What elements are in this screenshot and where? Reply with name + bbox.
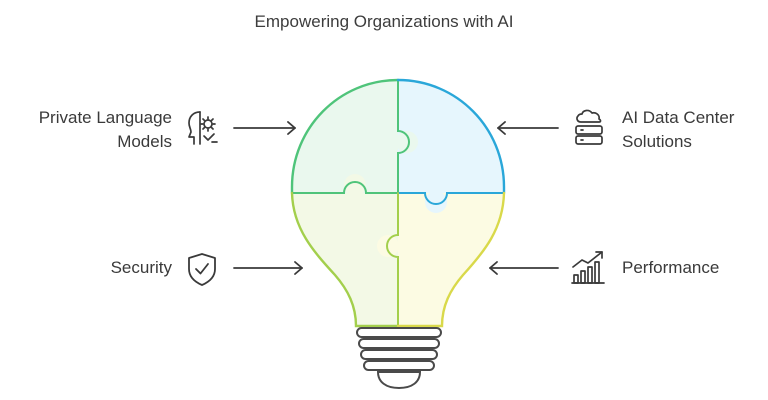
arrow-private-language-models: [233, 121, 296, 135]
label-performance: Performance: [622, 256, 752, 280]
knob-top-right-down: [425, 191, 447, 213]
growth-chart-icon: [571, 251, 605, 284]
label-ai-data-center-line2: Solutions: [622, 132, 692, 151]
puzzle-seams: [291, 80, 505, 327]
label-ai-data-center-line1: AI Data Center: [622, 108, 735, 127]
ai-head-gear-icon: [188, 111, 218, 145]
puzzle-top-right: [398, 80, 504, 193]
arrow-performance: [489, 261, 559, 275]
label-ai-data-center-solutions: AI Data Center Solutions: [622, 106, 762, 154]
label-security: Security: [60, 256, 172, 280]
diagram-title: Empowering Organizations with AI: [254, 12, 514, 31]
label-private-language-models-line1: Private Language: [38, 108, 172, 127]
arrow-ai-data-center: [497, 121, 559, 135]
puzzle-bottom-left: [292, 193, 398, 326]
label-performance-text: Performance: [622, 258, 720, 277]
shield-check-icon: [188, 253, 216, 286]
label-private-language-models: Private Language Models: [20, 106, 172, 154]
puzzle-top-left: [292, 80, 398, 193]
label-security-text: Security: [110, 258, 172, 277]
knob-bottom-left-up: [344, 174, 366, 196]
knob-top-left-right: [396, 131, 418, 153]
bulb-base: [356, 327, 442, 390]
cloud-server-icon: [575, 109, 603, 145]
label-private-language-models-line2: Models: [117, 132, 172, 151]
arrow-security: [233, 261, 303, 275]
arrows: [233, 121, 559, 275]
bulb-outline: [290, 78, 506, 328]
